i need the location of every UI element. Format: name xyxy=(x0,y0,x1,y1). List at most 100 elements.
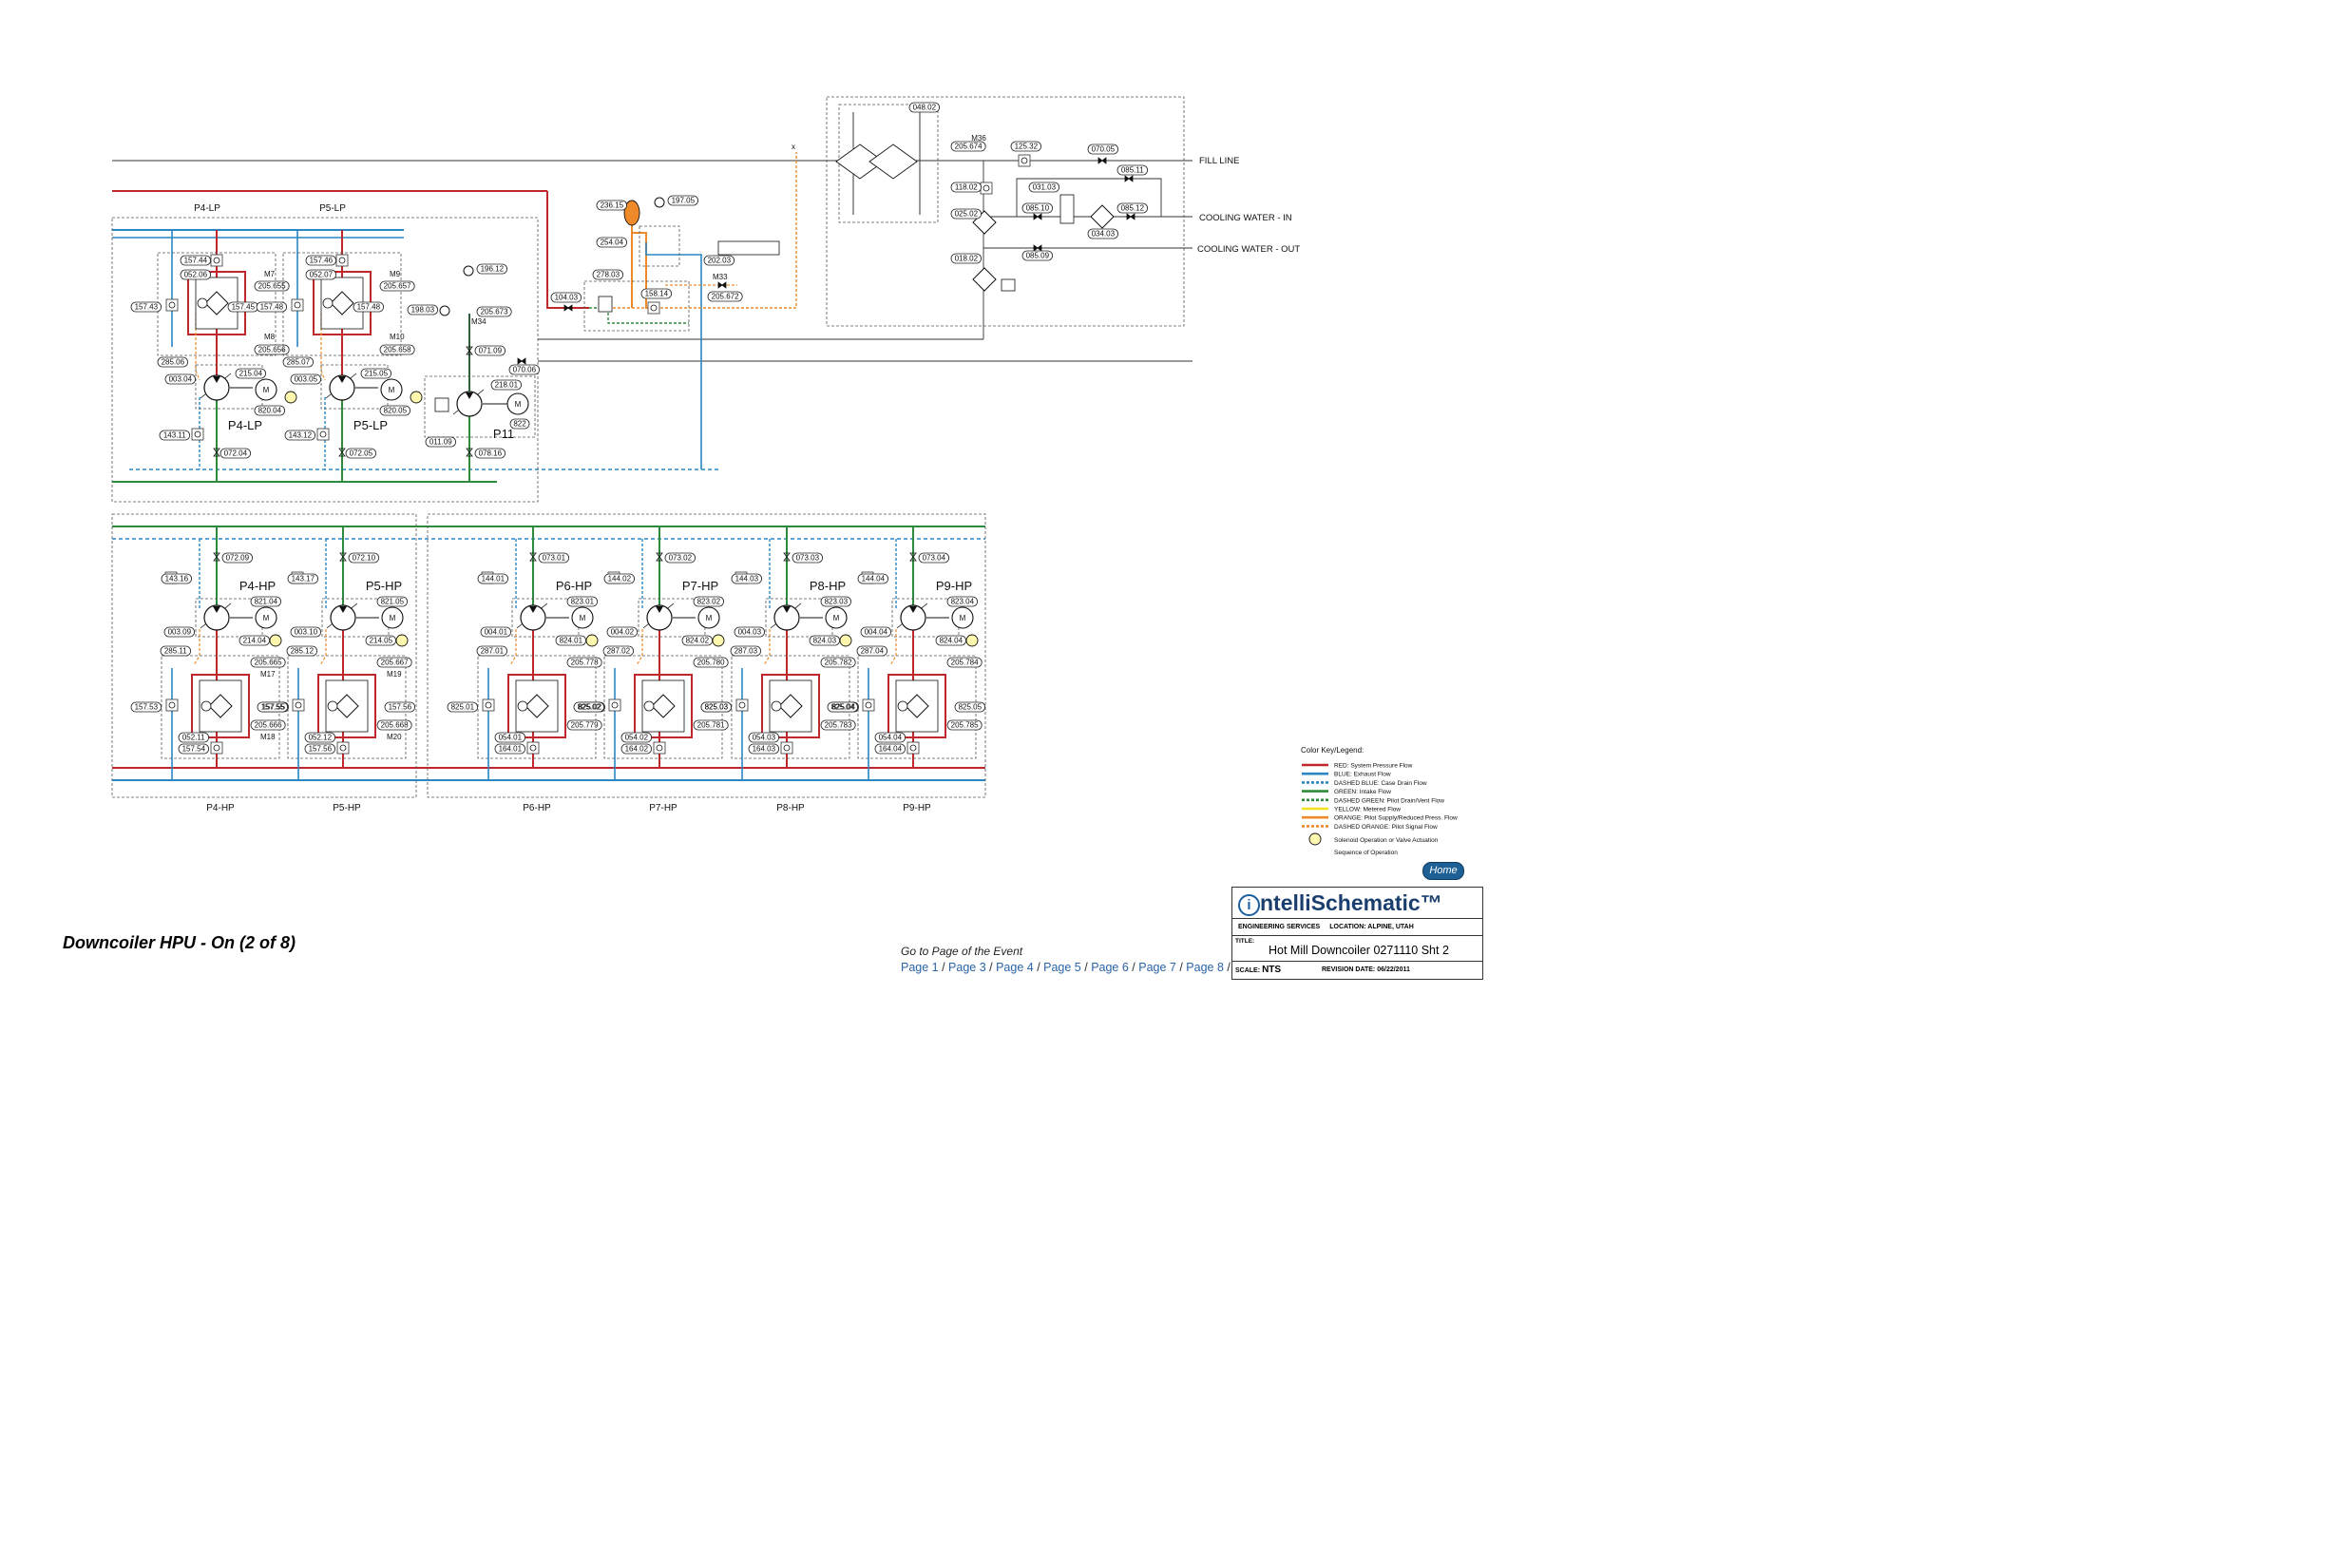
hp-pilot-line xyxy=(509,629,517,666)
tag-oval xyxy=(282,356,315,368)
tag-oval xyxy=(827,701,859,713)
check-ball xyxy=(295,701,302,709)
label-text: 287.04 xyxy=(861,647,885,656)
page-link-2[interactable]: Page 3 xyxy=(948,961,986,974)
label-text: 198.03 xyxy=(411,306,435,315)
tag-oval xyxy=(163,626,196,638)
home-button[interactable]: Home xyxy=(1422,862,1464,880)
check-valve-icon xyxy=(335,254,349,267)
motor-icon xyxy=(255,378,277,401)
label-text: M8 xyxy=(264,333,276,341)
label-text: P8-HP xyxy=(776,803,805,813)
tag-oval xyxy=(494,732,526,743)
tag-oval xyxy=(256,301,288,313)
label-text: 214.05 xyxy=(370,637,393,645)
drawing-title: Hot Mill Downcoiler 0271110 Sht 2 xyxy=(1269,944,1449,957)
tag-oval xyxy=(693,596,725,607)
tag-oval xyxy=(159,430,191,441)
ball-valve-icon xyxy=(656,552,663,562)
label-text: 214.04 xyxy=(243,637,267,645)
solenoid-icon xyxy=(284,391,297,404)
filter-icon xyxy=(208,694,233,718)
label-text: 825.04 xyxy=(832,703,856,712)
label-text: 196.12 xyxy=(481,265,505,274)
label-text: 825.04 xyxy=(831,703,855,712)
pump-arrow-icon xyxy=(213,606,220,613)
label-text: 070.06 xyxy=(513,366,537,374)
check-valve-icon xyxy=(336,741,350,755)
label-text: 143.11 xyxy=(163,431,186,440)
pressure-loop xyxy=(761,674,820,738)
label-text: 285.11 xyxy=(164,647,187,656)
pressure-feed-line xyxy=(546,191,589,309)
page-link-7[interactable]: Page 8 xyxy=(1186,961,1224,974)
solenoid-icon xyxy=(965,634,979,647)
label-text: 823.01 xyxy=(571,598,595,606)
page-link-6[interactable]: Page 7 xyxy=(1138,961,1176,974)
label-text: M17 xyxy=(260,670,276,679)
label-text: M xyxy=(580,614,586,622)
tag-oval xyxy=(693,719,729,731)
check-ball xyxy=(529,744,537,752)
motor-icon xyxy=(255,606,277,629)
label-text: 820.05 xyxy=(384,407,408,415)
label-text: 125.32 xyxy=(1015,143,1039,151)
tag-oval xyxy=(681,635,714,646)
check-valve-icon xyxy=(735,698,749,712)
label-text: M9 xyxy=(390,270,401,278)
label-text: YELLOW: Metered Flow xyxy=(1334,807,1401,813)
gauge-icon xyxy=(654,197,665,208)
tag-oval xyxy=(874,743,906,755)
label-text: 003.05 xyxy=(295,375,318,384)
label-text: FILL LINE xyxy=(1199,156,1239,166)
tag-oval xyxy=(305,255,337,266)
tag-oval xyxy=(550,292,582,303)
tag-oval xyxy=(592,269,624,280)
tag-oval xyxy=(376,657,412,668)
check-valve-icon xyxy=(526,741,540,755)
label-text: M xyxy=(515,400,522,409)
label-text: 205.782 xyxy=(825,659,852,667)
label-text: 073.01 xyxy=(543,554,566,563)
check-ball xyxy=(168,701,176,709)
label-text: 157.43 xyxy=(135,303,159,312)
tag-oval xyxy=(1087,143,1119,155)
solenoid-valve-icon xyxy=(1059,194,1075,224)
label-text: 085.09 xyxy=(1026,252,1050,260)
label-text: 073.02 xyxy=(669,554,693,563)
tag-oval xyxy=(566,719,602,731)
label-text: 144.01 xyxy=(482,575,506,583)
label-text: 143.12 xyxy=(289,431,313,440)
check-valve-icon xyxy=(165,698,179,712)
label-text: P5-HP xyxy=(333,803,361,813)
pressure-loop xyxy=(191,674,250,738)
check-valve-icon xyxy=(1018,154,1031,167)
label-text: M xyxy=(706,614,713,622)
check-valve-icon xyxy=(165,298,179,312)
tag-oval xyxy=(407,304,439,316)
label-text: Solenoid Operation or Valve Actuation xyxy=(1334,837,1439,844)
filter-icon xyxy=(330,291,354,316)
check-ball xyxy=(983,184,990,192)
page-link-5[interactable]: Page 6 xyxy=(1091,961,1129,974)
label-text: 825.02 xyxy=(578,703,601,712)
location-label: LOCATION: ALPINE, UTAH xyxy=(1329,924,1414,930)
page-link-3[interactable]: Page 4 xyxy=(996,961,1034,974)
label-text: 218.01 xyxy=(495,381,519,390)
tag-oval xyxy=(748,743,780,755)
label-text: 085.12 xyxy=(1121,204,1145,213)
label-text: 143.17 xyxy=(292,575,315,583)
label-text: 004.03 xyxy=(738,628,762,637)
label-text: 164.01 xyxy=(499,745,523,754)
tag-oval xyxy=(379,344,415,355)
page-link-4[interactable]: Page 5 xyxy=(1043,961,1081,974)
solenoid-icon xyxy=(712,634,725,647)
label-text: P4-HP xyxy=(239,579,276,593)
tag-oval xyxy=(157,356,189,368)
tag-oval xyxy=(606,626,639,638)
page-link-1[interactable]: Page 1 xyxy=(901,961,939,974)
label-text: M20 xyxy=(387,733,402,741)
label-text: 072.04 xyxy=(224,449,248,458)
tag-oval xyxy=(860,626,892,638)
label-text: 073.03 xyxy=(796,554,820,563)
